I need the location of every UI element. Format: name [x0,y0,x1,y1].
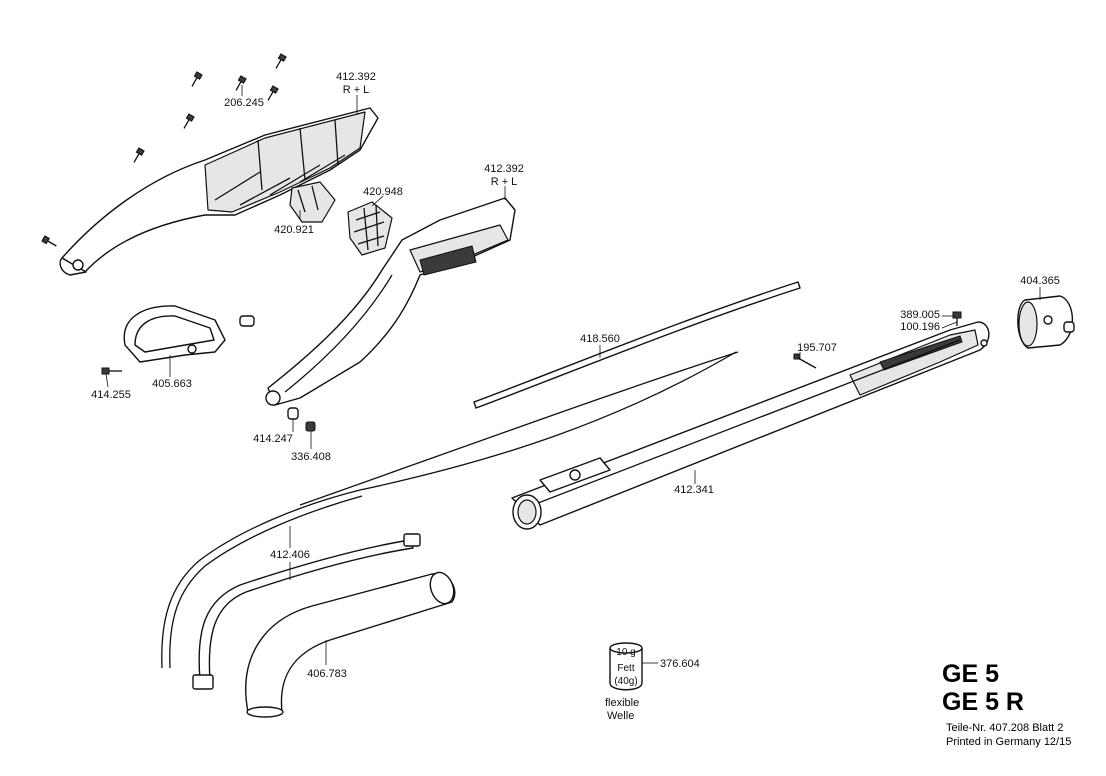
main-tube-412341 [511,321,990,530]
label-100196: 100.196 [900,321,940,333]
leader-lines [105,85,1041,665]
label-420921: 420.921 [274,224,314,236]
label-412392-upper-rl: R + L [343,84,370,96]
lower-housing-half [265,197,516,406]
label-406783: 406.783 [307,668,347,680]
label-412392-lower: 412.392 [484,163,524,175]
screws-206245 [41,53,287,247]
rod-thin [299,351,739,506]
label-195707: 195.707 [797,342,837,354]
grease-caption2: Welle [607,710,634,722]
model-name-2: GE 5 R [942,688,1024,716]
grease-caption1: flexible [605,697,639,709]
label-404365: 404.365 [1020,275,1060,287]
label-412406: 412.406 [270,549,310,561]
pin-414247 [287,407,299,420]
label-405663: 405.663 [152,378,192,390]
grease-line1: Fett [617,663,634,674]
upper-housing-half [59,107,379,276]
label-412341: 412.341 [674,484,714,496]
clamp-404365 [1017,295,1075,349]
screw-195707 [793,353,817,369]
label-206245: 206.245 [224,97,264,109]
part-number: Teile-Nr. 407.208 Blatt 2 [946,722,1064,734]
screw-414255 [101,367,122,375]
title-block: GE 5 GE 5 R Teile-Nr. 407.208 Blatt 2 Pr… [942,660,1102,749]
label-414255: 414.255 [91,389,131,401]
bent-tube-406783 [245,571,456,718]
grease-line2: (40g) [614,676,637,687]
pin-plug [239,315,255,327]
label-420948: 420.948 [363,186,403,198]
nut-336408 [305,421,316,432]
flexible-shaft-412406 [161,351,737,690]
part-labels: 206.245 412.392 R + L 412.392 R + L 420.… [91,71,1060,680]
grease-weight: 10 g [616,647,635,658]
part-420948 [347,201,393,256]
part-420921 [289,181,336,223]
handle-405663 [123,305,226,363]
label-389005: 389.005 [900,309,940,321]
label-336408: 336.408 [291,451,331,463]
model-name-1: GE 5 [942,660,999,688]
rod-418560 [473,281,801,409]
label-412392-lower-rl: R + L [491,176,518,188]
label-414247: 414.247 [253,433,293,445]
label-376604: 376.604 [660,658,700,670]
info-block: Teile-Nr. 407.208 Blatt 2 Printed in Ger… [946,721,1102,749]
label-412392-upper: 412.392 [336,71,376,83]
screw-389005 [952,311,962,326]
grease-can-376604: 10 g Fett (40g) flexible Welle [605,642,658,722]
label-418560: 418.560 [580,333,620,345]
printed-info: Printed in Germany 12/15 [946,736,1072,748]
